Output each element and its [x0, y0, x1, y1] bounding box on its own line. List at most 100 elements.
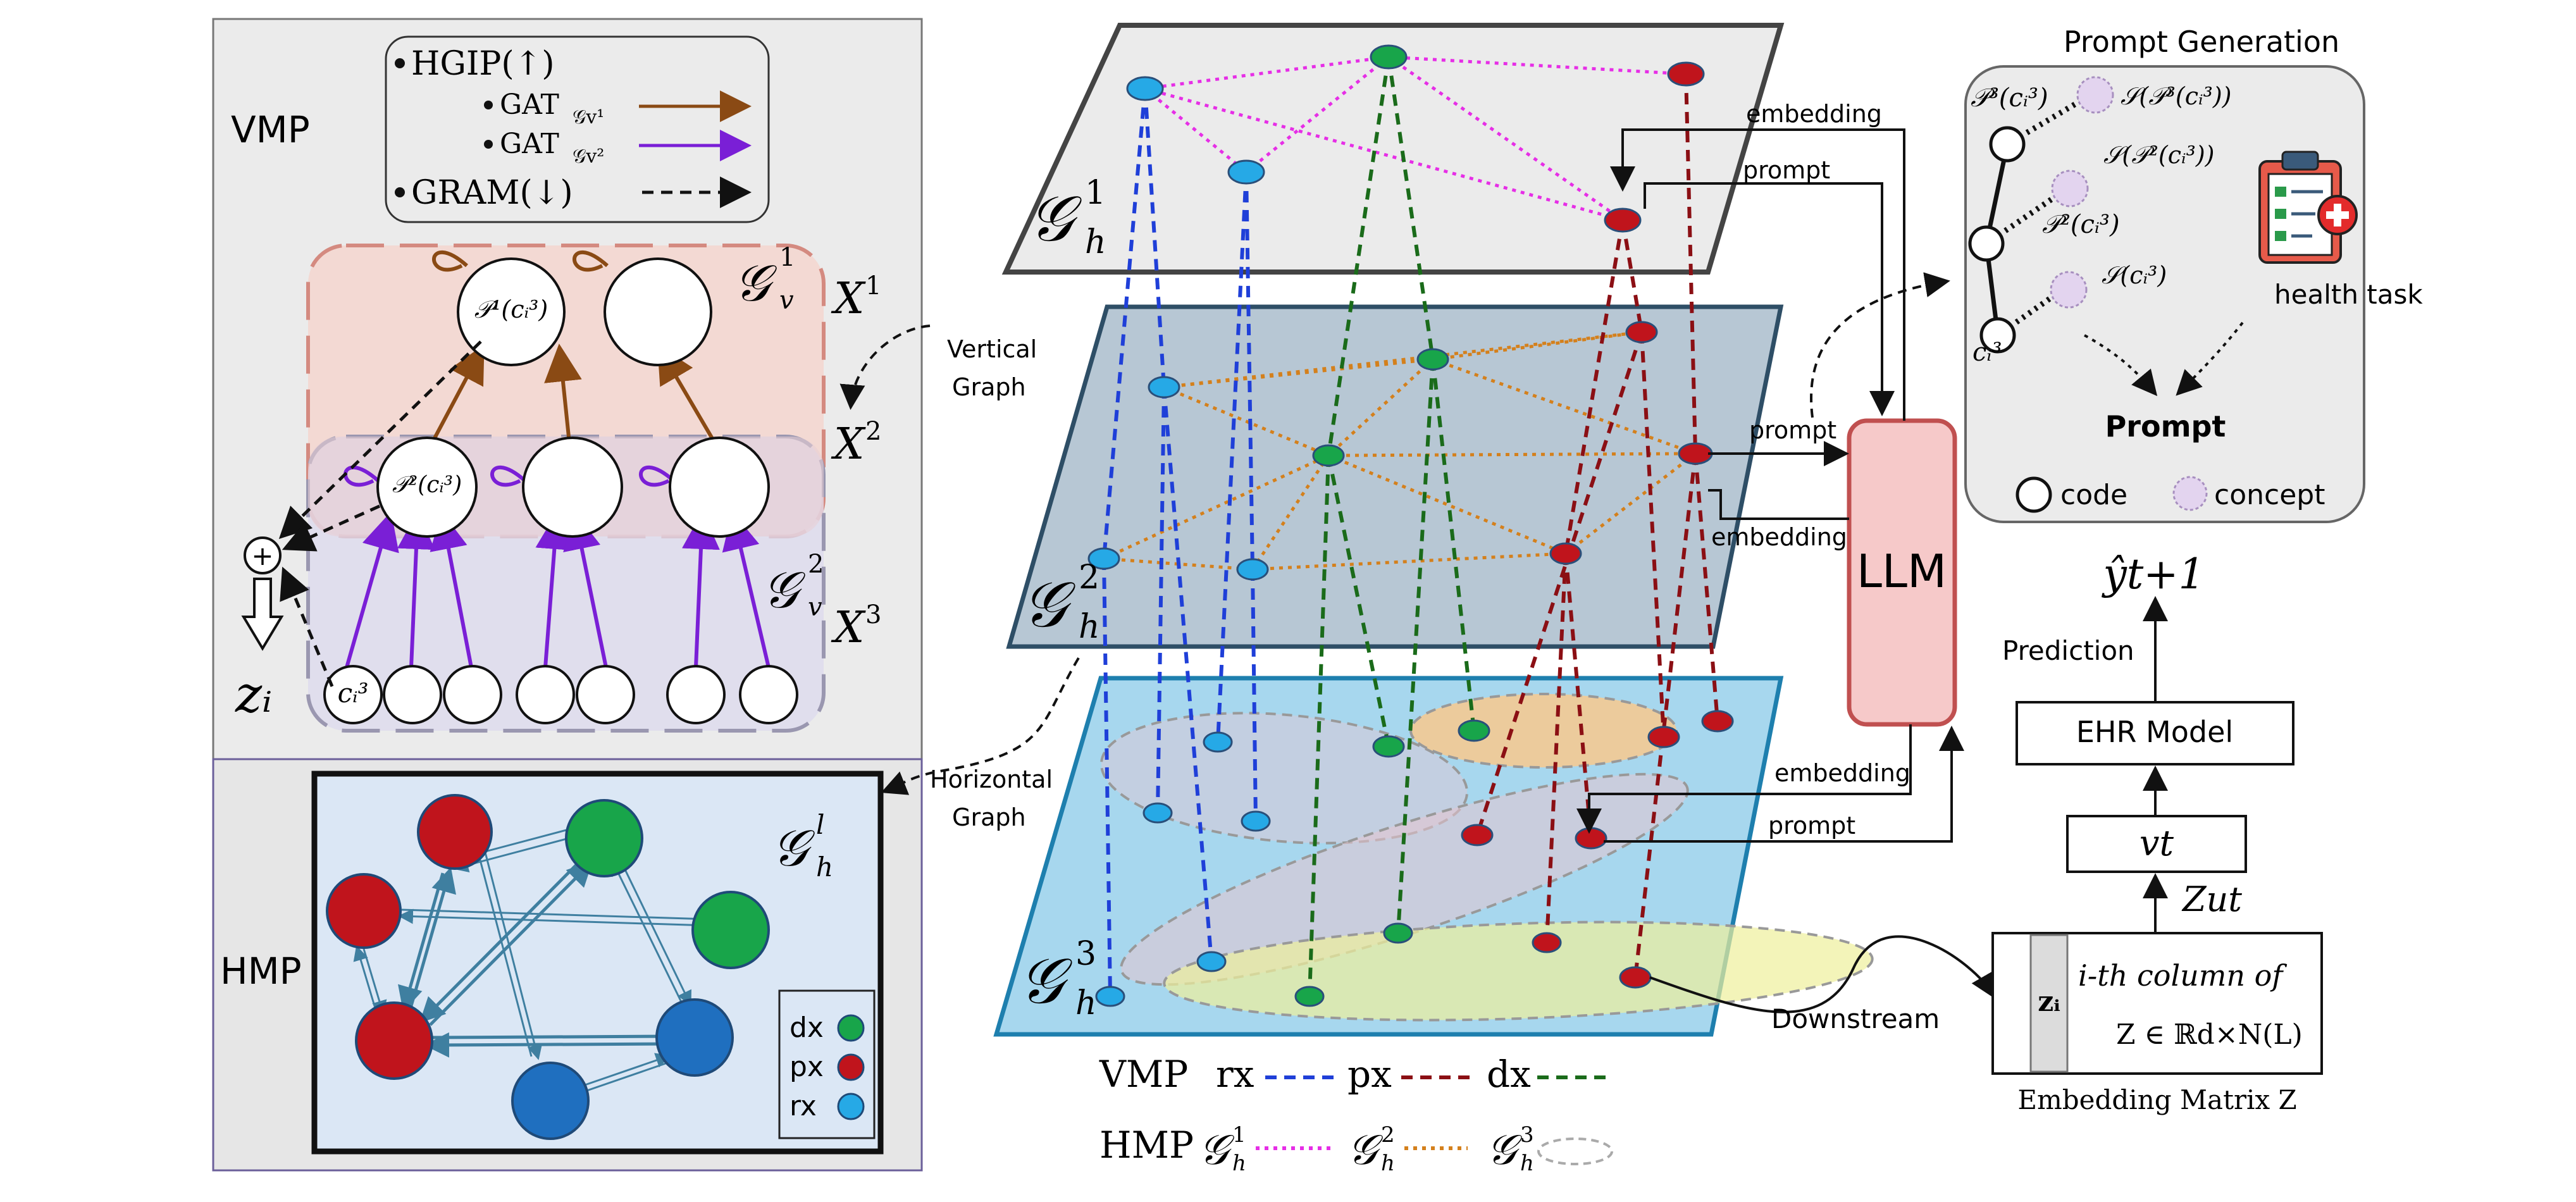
node-p2	[376, 437, 478, 538]
hmp-legend-label-px: px	[790, 1051, 824, 1083]
plus-sign: +	[251, 540, 273, 571]
label-x1-sup: 1	[865, 271, 881, 300]
label-gh1-sub: h	[1085, 223, 1106, 261]
hmp-rx-node	[511, 1062, 590, 1140]
llm-arrows	[1576, 128, 1996, 1013]
label-x1: X	[831, 274, 866, 324]
g3-clusters	[1099, 693, 1874, 1022]
hmp-rx-node	[655, 998, 734, 1077]
hmp-legend-dot-dx	[837, 1014, 865, 1042]
node-mid-2	[522, 437, 623, 538]
label-gv2-sub: v	[808, 593, 822, 622]
horizontal-graph-arrow	[881, 657, 1080, 795]
svg-text:𝒢: 𝒢	[1347, 1125, 1384, 1174]
matrix-zi-label: zᵢ	[2038, 986, 2060, 1018]
plane-g1	[1001, 23, 1785, 275]
hmp-legend-label-dx: dx	[790, 1012, 824, 1044]
label-x3: X	[831, 603, 866, 653]
vertical-graph-line2: Graph	[952, 373, 1026, 401]
label-p2: 𝒫²(cᵢ³)	[392, 472, 462, 498]
vertical-graph-line1: Vertical	[947, 335, 1037, 363]
hmp-g2-edges	[1103, 330, 1697, 571]
hmp-px-node	[355, 1001, 433, 1080]
svg-text:h: h	[1232, 1151, 1246, 1176]
node-top-2	[604, 257, 712, 366]
label-gh3-sub: h	[1075, 984, 1097, 1022]
y-hat-label: ŷt+1	[2101, 550, 2205, 598]
svg-text:1: 1	[1232, 1122, 1246, 1148]
gram-edges	[278, 340, 482, 687]
prediction-label: Prediction	[2002, 635, 2134, 666]
matrix-line2: Z ∈ ℝd×N(L)	[2116, 1019, 2303, 1051]
prompt-generation-title: Prompt Generation	[2064, 25, 2339, 59]
label-prompt-mid: prompt	[1749, 416, 1836, 444]
concept-nodes	[2050, 76, 2114, 309]
hmp-dx-node	[691, 891, 770, 969]
clipboard-icon	[2258, 151, 2358, 264]
legend-hmp-label: HMP	[1099, 1124, 1194, 1167]
label-x2-sup: 2	[865, 417, 881, 446]
label-s-p3: 𝒮(𝒫³(cᵢ³))	[2121, 82, 2232, 110]
legend-vmp-px: px	[1347, 1053, 1392, 1096]
matrix-column	[2029, 934, 2069, 1073]
label-ghl-sup: l	[816, 809, 824, 840]
bottom-nodes	[323, 665, 798, 724]
label-gv1-sub: v	[779, 286, 794, 315]
label-gv2-sup: 2	[808, 550, 824, 579]
prompt-arrows	[2084, 321, 2244, 397]
label-gh1-sup: 1	[1085, 174, 1106, 212]
hmp-nodes	[326, 794, 770, 1140]
hmp-g1-edges	[1144, 55, 1687, 222]
legend-gat1: GAT	[500, 89, 559, 121]
label-zi: zᵢ	[235, 665, 272, 724]
node-mid-3	[669, 437, 770, 538]
vt-box	[2066, 815, 2247, 873]
legend-hgip: HGIP(↑)	[411, 45, 555, 83]
gat2-edges	[345, 511, 771, 668]
vmp-label: VMP	[231, 108, 310, 151]
matrix-line1: i-th column of	[2078, 958, 2287, 993]
legend-vmp-label: VMP	[1099, 1053, 1188, 1096]
node-p1	[457, 257, 566, 366]
svg-text:𝒢: 𝒢	[1199, 1125, 1235, 1174]
svg-text:h: h	[1520, 1151, 1534, 1176]
legend-vmp-dx: dx	[1487, 1053, 1531, 1096]
svg-text:𝒢: 𝒢	[1487, 1125, 1523, 1174]
label-prompt-top: prompt	[1743, 156, 1830, 184]
label-p1: 𝒫¹(cᵢ³)	[474, 295, 548, 323]
label-gv1-sup: 1	[779, 243, 795, 272]
legend-gat2: GAT	[500, 128, 559, 160]
hmp-dx-node	[565, 799, 643, 877]
label-embedding-bot: embedding	[1774, 759, 1910, 787]
vmp-legend: HGIP(↑) GAT 𝒢v¹ GAT 𝒢v² GRAM(↓)	[385, 35, 770, 223]
label-x3-sup: 3	[865, 600, 881, 629]
label-x2: X	[831, 419, 866, 469]
label-s-p2: 𝒮(𝒫²(cᵢ³))	[2103, 141, 2215, 169]
hmp-px-node	[326, 873, 402, 949]
vmp-dx-edges	[1308, 56, 1476, 997]
legend-gat2-sub: 𝒢v²	[573, 146, 604, 168]
zut-label: Zut	[2181, 879, 2242, 919]
label-gh3-sup: 3	[1075, 935, 1096, 973]
hmp-legend-dot-px	[837, 1053, 865, 1081]
plus-node	[244, 536, 282, 574]
hmp-legend-label-rx: rx	[790, 1090, 817, 1122]
legend-code: code	[2060, 479, 2127, 511]
svg-text:3: 3	[1520, 1122, 1534, 1148]
horizontal-graph-line1: Horizontal	[930, 765, 1053, 793]
hmp-label: HMP	[220, 950, 302, 993]
middle-section: 𝒢 1 h 𝒢 2 h 𝒢 3 h Vertical Graph Horizon…	[839, 23, 1996, 1176]
horizontal-graph-line2: Graph	[952, 803, 1026, 831]
hmp-px-node	[417, 794, 493, 870]
prompt-label: Prompt	[2105, 409, 2226, 443]
gat1-edges	[430, 250, 717, 444]
label-ci: cᵢ³	[338, 678, 369, 709]
vmp-rx-edges	[1102, 88, 1258, 997]
right-section: Prompt Generation 𝒫³(cᵢ³) 𝒮(𝒫³(cᵢ³)) 𝒮(𝒫…	[1964, 25, 2423, 1115]
code-nodes	[1968, 126, 2026, 354]
svg-text:h: h	[1381, 1151, 1395, 1176]
matrix-caption: Embedding Matrix Z	[2017, 1084, 2296, 1115]
label-gh2-sup: 2	[1079, 559, 1099, 597]
llm-box	[1847, 418, 1957, 727]
